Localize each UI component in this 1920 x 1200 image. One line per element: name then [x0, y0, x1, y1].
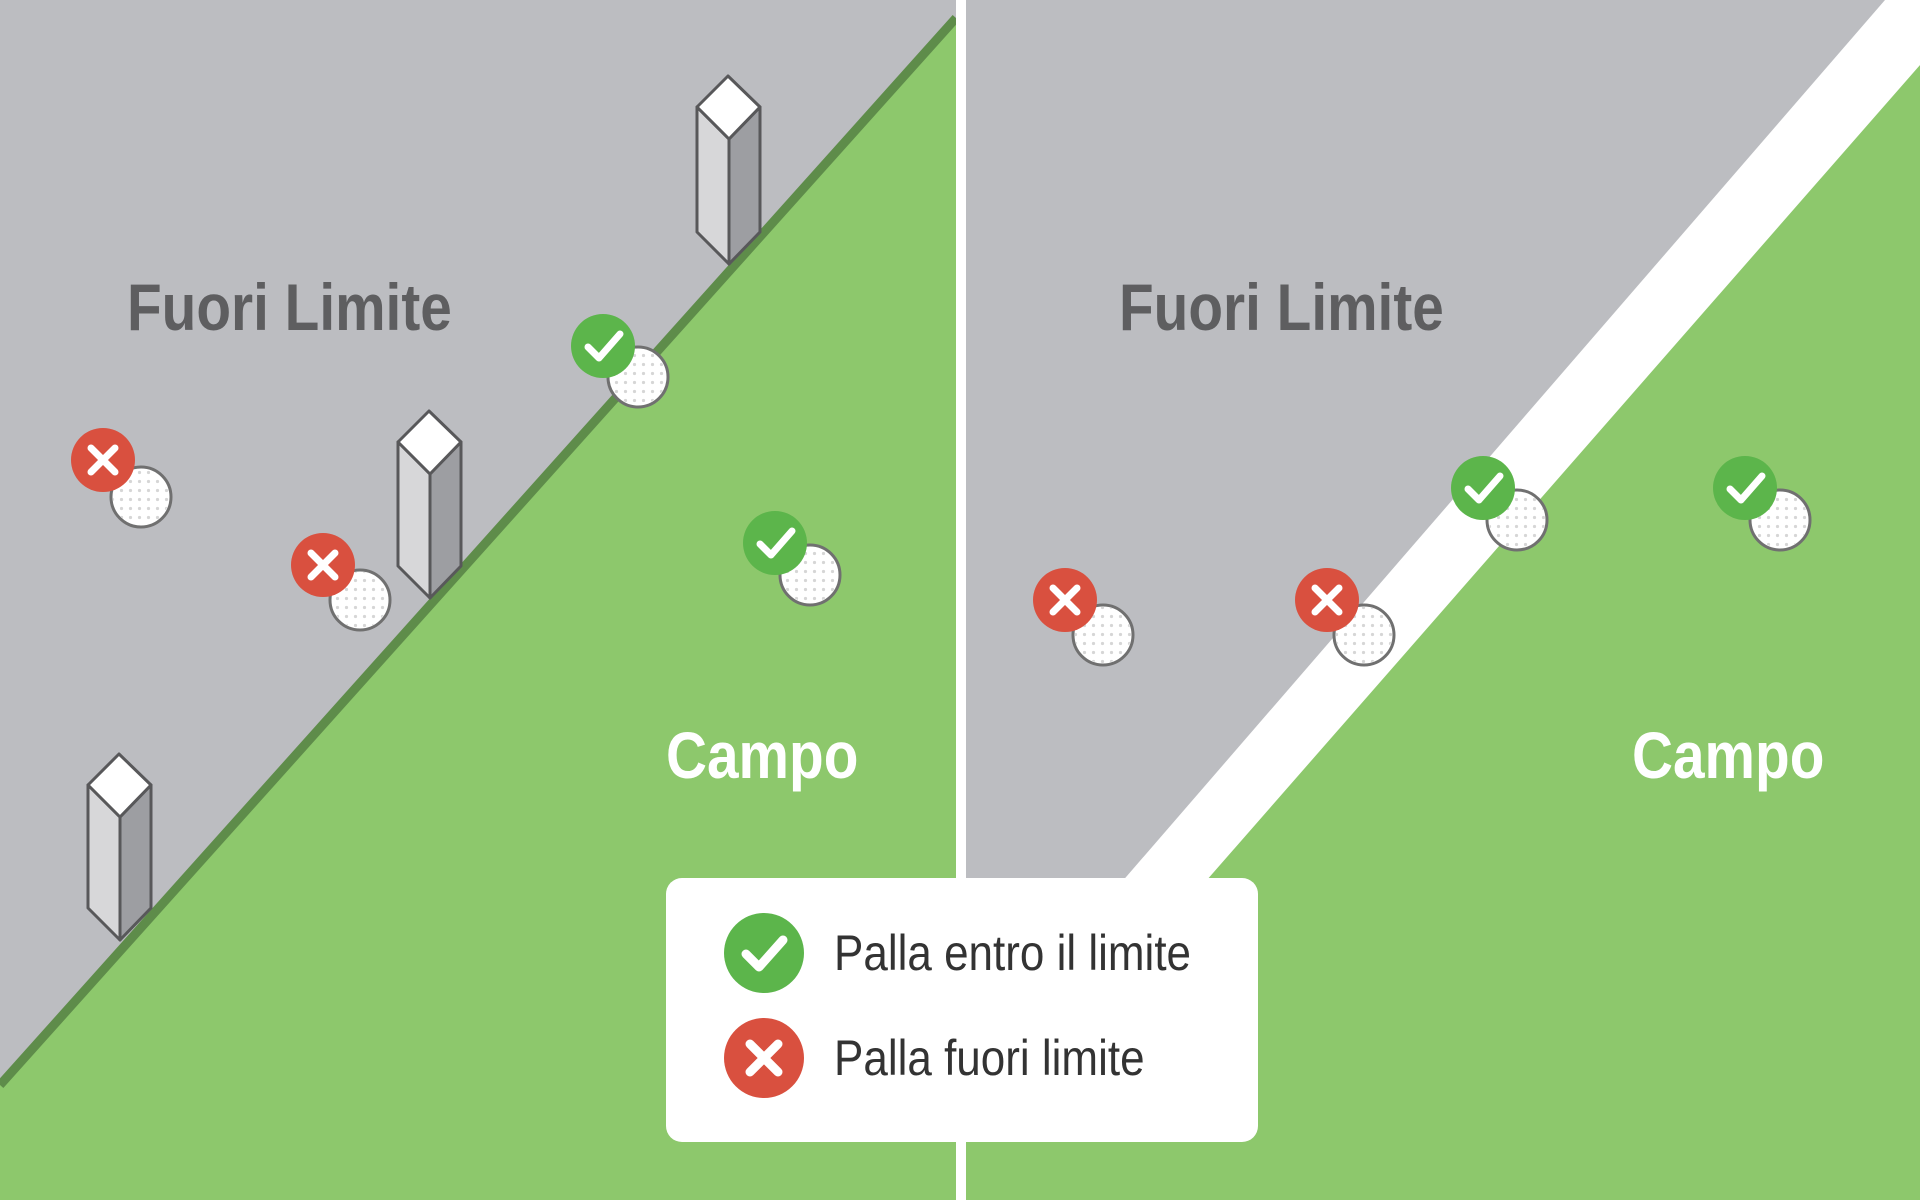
out-of-bounds-label-left: Fuori Limite — [127, 270, 452, 344]
legend: Palla entro il limite Palla fuori limite — [666, 878, 1258, 1142]
legend-label-in: Palla entro il limite — [834, 925, 1192, 981]
boundary-stake — [86, 752, 153, 942]
course-label-right: Campo — [1632, 718, 1825, 792]
cross-icon — [1033, 568, 1097, 632]
check-icon — [571, 314, 635, 378]
course-label-left: Campo — [666, 718, 859, 792]
boundary-line-stakes — [0, 14, 960, 1089]
out-of-bounds-label-right: Fuori Limite — [1119, 270, 1444, 344]
legend-label-out: Palla fuori limite — [834, 1030, 1145, 1086]
legend-item-in: Palla entro il limite — [724, 913, 1240, 993]
check-icon — [724, 913, 804, 993]
boundary-stake — [396, 409, 463, 600]
check-icon — [1451, 456, 1515, 520]
check-icon — [1713, 456, 1777, 520]
cross-icon — [1295, 568, 1359, 632]
boundary-white-line — [966, 0, 1920, 1105]
cross-icon — [71, 428, 135, 492]
boundary-stake — [695, 74, 762, 266]
cross-icon — [291, 533, 355, 597]
panel-divider — [956, 0, 966, 1200]
cross-icon — [724, 1018, 804, 1098]
check-icon — [743, 511, 807, 575]
legend-item-out: Palla fuori limite — [724, 1018, 1187, 1098]
